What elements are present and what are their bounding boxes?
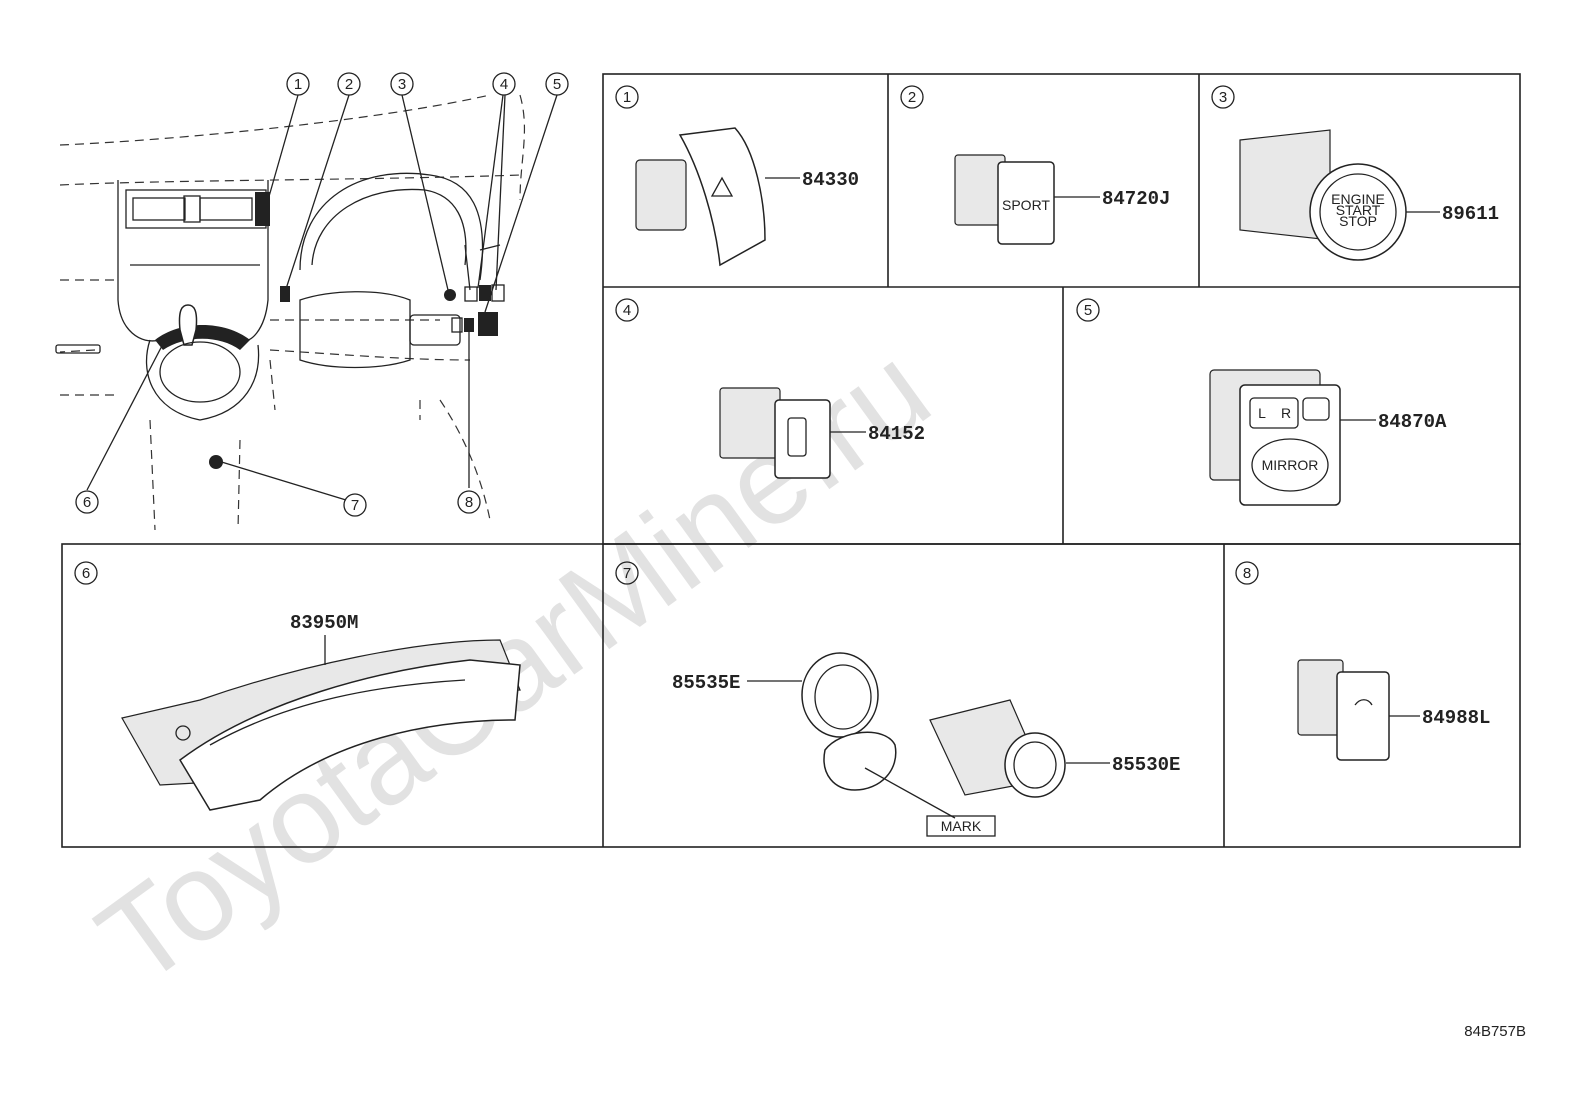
panel-4: 4 84152 bbox=[615, 298, 925, 479]
panel-4-index: 4 bbox=[623, 302, 631, 319]
panel-1-index: 1 bbox=[623, 89, 631, 106]
callout-7: 7 bbox=[343, 493, 367, 517]
svg-text:5: 5 bbox=[553, 76, 561, 93]
part-number-85530E: 85530E bbox=[1112, 754, 1180, 776]
callout-5: 5 bbox=[545, 72, 569, 96]
part-number-84330: 84330 bbox=[802, 169, 859, 191]
panel-8-index: 8 bbox=[1243, 565, 1251, 582]
svg-text:START: START bbox=[1336, 202, 1381, 218]
power-outlet-body bbox=[929, 699, 1110, 798]
svg-text:ENGINE: ENGINE bbox=[1331, 191, 1385, 207]
svg-text:1: 1 bbox=[294, 76, 302, 93]
engine-start-button: ENGINE START STOP bbox=[1239, 129, 1440, 261]
drawing-code: 84B757B bbox=[1464, 1023, 1526, 1040]
panel-6-index: 6 bbox=[82, 565, 90, 582]
svg-text:6: 6 bbox=[83, 494, 91, 511]
headlight-leveling-switch bbox=[719, 387, 866, 479]
part-number-85535E: 85535E bbox=[672, 672, 740, 694]
shift-panel-trim bbox=[121, 635, 521, 811]
part-number-89611: 89611 bbox=[1442, 203, 1499, 225]
panel-1: 1 84330 bbox=[615, 85, 859, 267]
part-number-84988L: 84988L bbox=[1422, 707, 1490, 729]
mark-callout: MARK bbox=[864, 767, 996, 837]
svg-text:L: L bbox=[1258, 405, 1266, 421]
panel-7: 7 85535E 85530E MARK bbox=[615, 561, 1180, 837]
svg-text:7: 7 bbox=[351, 497, 359, 514]
svg-text:8: 8 bbox=[465, 494, 473, 511]
part-number-83950M: 83950M bbox=[290, 612, 358, 634]
svg-text:MIRROR: MIRROR bbox=[1262, 457, 1319, 473]
sport-switch: SPORT bbox=[954, 154, 1100, 245]
svg-text:STOP: STOP bbox=[1339, 213, 1377, 229]
svg-text:4: 4 bbox=[500, 76, 508, 93]
callout-8: 8 bbox=[457, 490, 481, 514]
dashboard-overview: 1 2 3 4 5 6 7 8 bbox=[55, 72, 569, 531]
callout-4: 4 bbox=[492, 72, 516, 96]
panel-6: 6 83950M bbox=[74, 561, 521, 811]
panel-5: 5 L R MIRROR 84870A bbox=[1076, 298, 1447, 506]
callout-3: 3 bbox=[390, 72, 414, 96]
panel-3-index: 3 bbox=[1219, 89, 1227, 106]
callout-2: 2 bbox=[337, 72, 361, 96]
svg-text:2: 2 bbox=[345, 76, 353, 93]
panel-3: 3 ENGINE START STOP 89611 bbox=[1211, 85, 1499, 261]
vsc-off-switch bbox=[1297, 659, 1420, 761]
power-outlet-socket bbox=[747, 652, 897, 791]
sport-label: SPORT bbox=[1002, 197, 1050, 213]
hazard-switch bbox=[635, 127, 800, 267]
svg-text:MARK: MARK bbox=[941, 818, 982, 834]
panel-2-index: 2 bbox=[908, 89, 916, 106]
panel-5-index: 5 bbox=[1084, 302, 1092, 319]
svg-text:R: R bbox=[1281, 405, 1291, 421]
panel-2: 2 SPORT 84720J bbox=[900, 85, 1170, 245]
panel-frames bbox=[61, 73, 1521, 848]
part-number-84152: 84152 bbox=[868, 423, 925, 445]
part-number-84870A: 84870A bbox=[1378, 411, 1447, 433]
svg-text:3: 3 bbox=[398, 76, 406, 93]
part-number-84720J: 84720J bbox=[1102, 188, 1170, 210]
callout-6: 6 bbox=[75, 490, 99, 514]
callout-1: 1 bbox=[286, 72, 310, 96]
panel-8: 8 84988L bbox=[1235, 561, 1490, 761]
mirror-switch: L R MIRROR bbox=[1209, 369, 1376, 506]
panel-7-index: 7 bbox=[623, 565, 631, 582]
